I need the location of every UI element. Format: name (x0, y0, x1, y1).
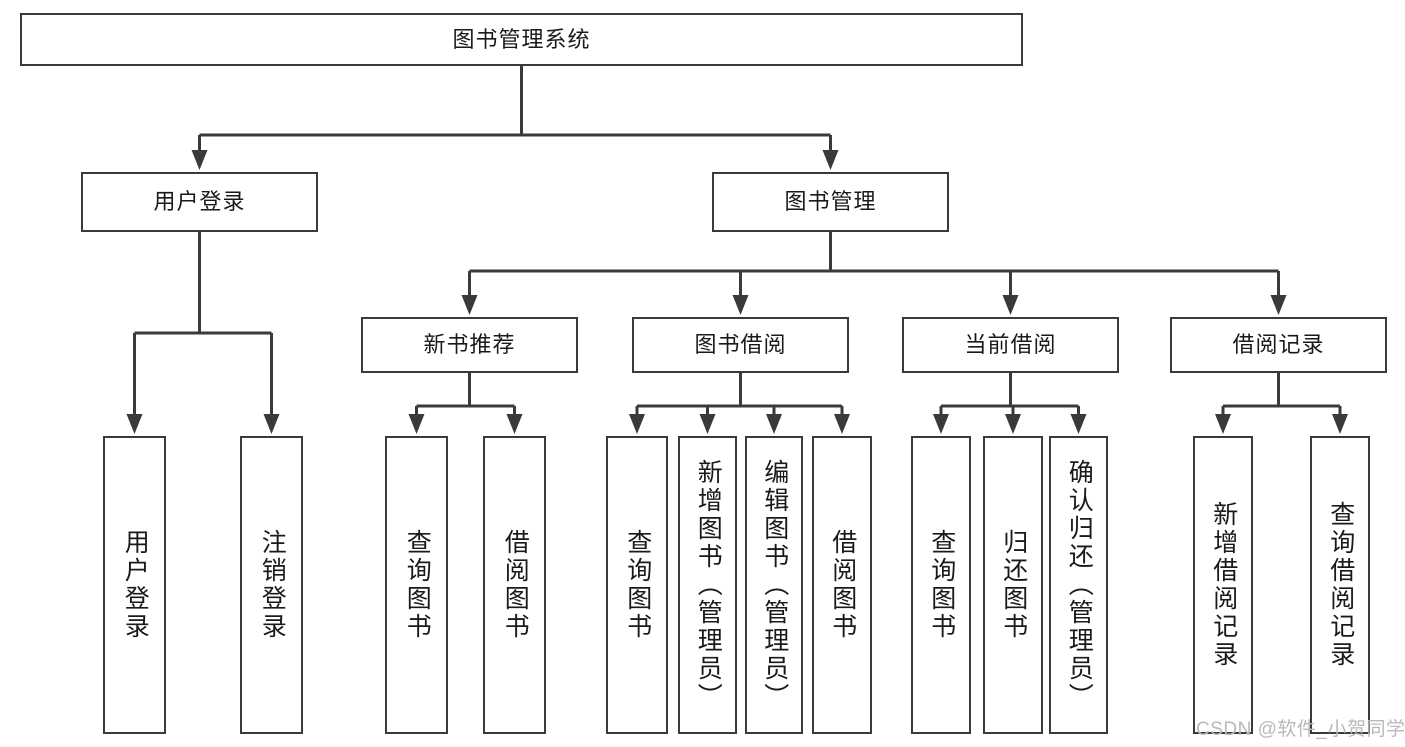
arrow-head-icon (1070, 414, 1087, 434)
node-label: 当前借阅 (964, 332, 1057, 358)
node-l3_2[interactable]: 查询图书 (385, 436, 448, 734)
node-l3_4[interactable]: 查询图书 (606, 436, 668, 734)
node-label: 归还图书 (999, 529, 1028, 641)
node-label: 确认归还（管理员） (1065, 459, 1094, 711)
arrow-head-icon (1002, 295, 1019, 315)
node-l3_0[interactable]: 用户登录 (103, 436, 166, 734)
arrow-head-icon (822, 150, 839, 170)
node-l2_0[interactable]: 新书推荐 (361, 317, 578, 373)
arrow-head-icon (1270, 295, 1287, 315)
node-l1_1[interactable]: 图书管理 (712, 172, 949, 232)
arrow-head-icon (1332, 414, 1348, 434)
node-label: 编辑图书（管理员） (760, 459, 789, 711)
arrow-head-icon (732, 295, 749, 315)
node-label: 查询图书 (927, 529, 956, 641)
node-l2_2[interactable]: 当前借阅 (902, 317, 1119, 373)
node-l3_8[interactable]: 查询图书 (911, 436, 971, 734)
node-label: 查询借阅记录 (1326, 501, 1355, 669)
node-l2_3[interactable]: 借阅记录 (1170, 317, 1387, 373)
arrow-head-icon (834, 414, 850, 434)
node-l3_12[interactable]: 查询借阅记录 (1310, 436, 1370, 734)
node-label: 借阅记录 (1232, 332, 1325, 358)
node-l3_5[interactable]: 新增图书（管理员） (678, 436, 737, 734)
node-label: 用户登录 (121, 529, 150, 641)
node-l3_10[interactable]: 确认归还（管理员） (1049, 436, 1108, 734)
node-label: 新书推荐 (423, 332, 516, 358)
node-label: 用户登录 (153, 189, 246, 215)
arrow-head-icon (191, 150, 208, 170)
arrow-head-icon (1005, 414, 1021, 434)
node-l3_3[interactable]: 借阅图书 (483, 436, 546, 734)
node-label: 查询图书 (403, 529, 432, 641)
arrow-head-icon (408, 414, 425, 434)
arrow-head-icon (933, 414, 949, 434)
arrow-head-icon (1215, 414, 1231, 434)
node-l3_1[interactable]: 注销登录 (240, 436, 303, 734)
arrow-head-icon (629, 414, 645, 434)
arrow-head-icon (506, 414, 523, 434)
node-label: 借阅图书 (501, 529, 530, 641)
node-l1_0[interactable]: 用户登录 (81, 172, 318, 232)
node-l3_6[interactable]: 编辑图书（管理员） (745, 436, 803, 734)
arrow-head-icon (766, 414, 782, 434)
node-label: 注销登录 (258, 529, 287, 641)
node-l3_7[interactable]: 借阅图书 (812, 436, 872, 734)
node-label: 新增借阅记录 (1209, 501, 1238, 669)
arrow-head-icon (263, 414, 280, 434)
node-label: 新增图书（管理员） (694, 459, 723, 711)
node-l3_9[interactable]: 归还图书 (983, 436, 1043, 734)
arrow-head-icon (699, 414, 716, 434)
node-label: 图书借阅 (694, 332, 787, 358)
node-label: 查询图书 (623, 529, 652, 641)
node-l3_11[interactable]: 新增借阅记录 (1193, 436, 1253, 734)
node-label: 图书管理 (784, 189, 877, 215)
node-root[interactable]: 图书管理系统 (20, 13, 1023, 66)
node-l2_1[interactable]: 图书借阅 (632, 317, 849, 373)
node-label: 图书管理系统 (452, 26, 591, 52)
arrow-head-icon (126, 414, 143, 434)
node-label: 借阅图书 (828, 529, 857, 641)
arrow-head-icon (461, 295, 478, 315)
